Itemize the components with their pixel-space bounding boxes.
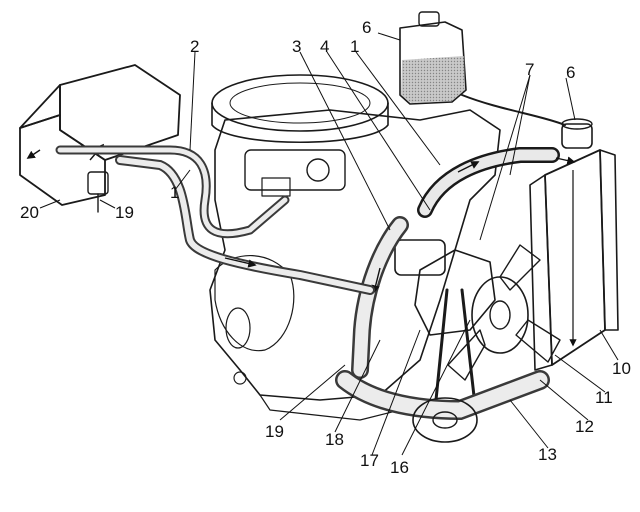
label-11: 11 <box>595 388 613 407</box>
engine-block <box>209 109 501 421</box>
label-3: 3 <box>292 37 301 56</box>
lower-radiator-hose <box>335 370 550 421</box>
label-20: 20 <box>20 203 39 222</box>
expansion-tank <box>399 11 566 126</box>
radiator <box>529 149 619 371</box>
air-filter-housing <box>211 74 389 143</box>
label-12: 12 <box>575 417 594 436</box>
label-19-bottom: 19 <box>265 422 284 441</box>
label-2: 2 <box>190 37 199 56</box>
water-pump <box>414 249 496 336</box>
label-19-heater: 19 <box>115 203 134 222</box>
label-6-cap: 6 <box>566 63 575 82</box>
thermostat-housing <box>394 239 446 276</box>
label-4: 4 <box>320 37 329 56</box>
label-7: 7 <box>525 60 534 79</box>
bypass-hose <box>351 216 409 379</box>
radiator-cap <box>561 118 593 149</box>
leader-lines <box>39 32 619 456</box>
label-1-left: 1 <box>170 183 179 202</box>
engine-mount-hole <box>225 307 251 349</box>
label-6-tank: 6 <box>362 18 371 37</box>
carburetor <box>244 149 346 197</box>
label-17: 17 <box>360 451 379 470</box>
heater-core <box>19 64 181 206</box>
callout-labels: 2 3 4 1 1 6 6 7 10 11 12 13 16 17 18 19 … <box>20 18 631 477</box>
engine-bolt <box>233 371 247 385</box>
upper-radiator-hose <box>417 147 576 218</box>
fan <box>447 244 561 381</box>
label-16: 16 <box>390 458 409 477</box>
crankshaft-pulley <box>412 397 478 443</box>
heater-supply-hose <box>55 145 290 239</box>
drive-belt <box>433 288 477 412</box>
label-10: 10 <box>612 359 631 378</box>
label-1-top: 1 <box>350 37 359 56</box>
label-13: 13 <box>538 445 557 464</box>
heater-return-hose <box>115 155 375 295</box>
label-18: 18 <box>325 430 344 449</box>
